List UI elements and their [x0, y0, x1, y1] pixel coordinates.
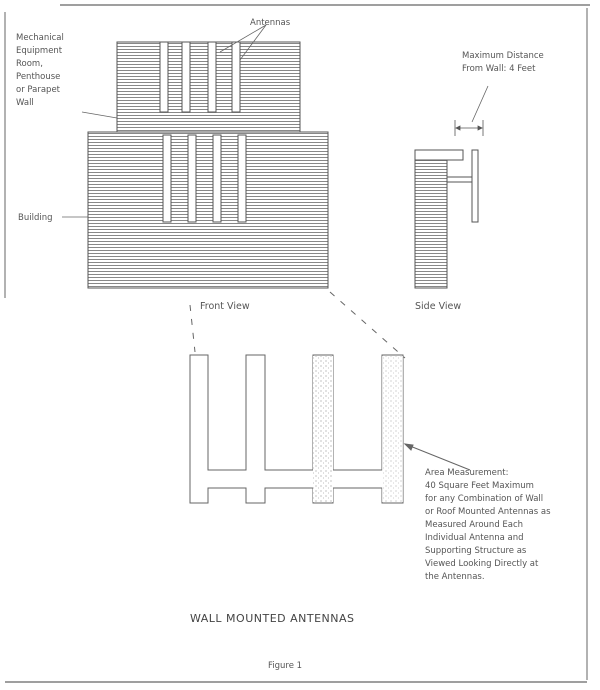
- distance-dimension: [454, 120, 484, 136]
- side-antenna: [471, 149, 479, 223]
- leader-lines: [62, 24, 489, 218]
- area-measurement-label: Area Measurement: 40 Square Feet Maximum…: [425, 468, 553, 582]
- page-border: [4, 4, 590, 683]
- projection-lines: [189, 291, 406, 359]
- antenna-detail: [189, 354, 471, 504]
- building-label: Building: [18, 213, 52, 223]
- building: [87, 131, 329, 289]
- side-view-label: Side View: [415, 301, 461, 312]
- upper-antennas: [159, 41, 241, 113]
- mech-room-label: Mechanical Equipment Room, Penthouse or …: [16, 33, 67, 108]
- side-wall: [414, 157, 448, 289]
- antennas-label: Antennas: [250, 18, 291, 28]
- max-distance-label: Maximum Distance From Wall: 4 Feet: [462, 51, 546, 74]
- side-bracket: [446, 176, 473, 183]
- figure-label: Figure 1: [268, 661, 302, 671]
- side-cap: [414, 149, 464, 161]
- front-view-label: Front View: [200, 301, 250, 312]
- lower-antennas: [162, 134, 247, 223]
- front-view: [87, 41, 329, 289]
- diagram-title: WALL MOUNTED ANTENNAS: [190, 612, 355, 625]
- side-view: [414, 120, 484, 289]
